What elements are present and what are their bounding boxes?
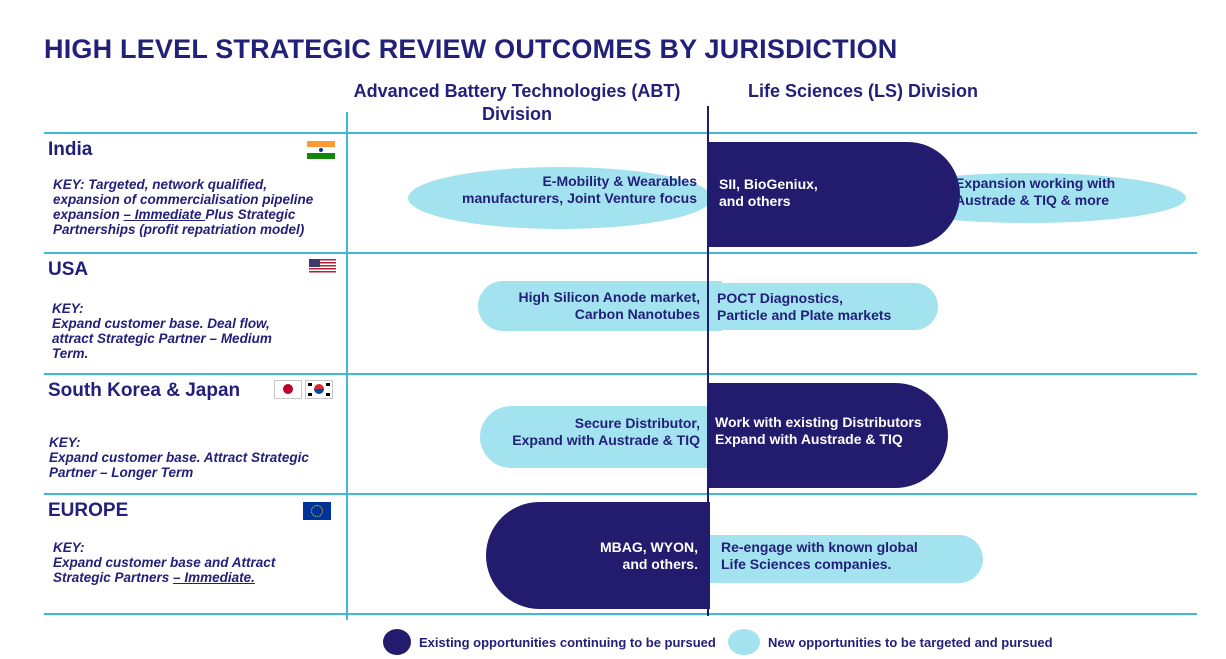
- key-line: Partnerships (profit repatriation model): [53, 222, 305, 237]
- india-flag-icon: [307, 141, 335, 159]
- label-line: Work with existing Distributors: [715, 414, 922, 430]
- south-korea-flag-icon: [305, 380, 333, 399]
- key-line-part: Plus Strategic: [205, 207, 296, 222]
- key-line: expansion – Immediate Plus Strategic: [53, 207, 343, 222]
- key-line: KEY:: [49, 435, 81, 450]
- ls-opportunity-existing: [708, 142, 960, 247]
- ls-opportunity-new: [710, 535, 983, 583]
- grid-line: [44, 132, 1197, 134]
- grid-line: [44, 493, 1197, 495]
- japan-flag-icon: [274, 380, 302, 399]
- row-name-india: India: [48, 139, 93, 160]
- label-line: Carbon Nanotubes: [574, 306, 700, 322]
- legend-new-label: New opportunities to be targeted and pur…: [768, 635, 1053, 650]
- key-line: Term.: [52, 346, 89, 361]
- key-line-part: Strategic Partners: [53, 570, 174, 585]
- key-line: KEY:: [52, 301, 84, 316]
- ls-division-heading: Life Sciences (LS) Division: [722, 80, 1004, 103]
- label-line: and others: [719, 193, 791, 209]
- key-line: KEY:: [53, 540, 85, 555]
- label-line: and others.: [622, 556, 698, 572]
- legend-existing-label: Existing opportunities continuing to be …: [419, 635, 716, 650]
- label-line: POCT Diagnostics,: [717, 290, 844, 306]
- label-line: E-Mobility & Wearables: [542, 173, 697, 189]
- key-line-emphasis: – Immediate.: [173, 570, 255, 585]
- abt-opportunity-label: Secure Distributor, Expand with Austrade…: [482, 415, 700, 449]
- label-line: Expansion working with: [955, 175, 1116, 191]
- label-line: Expand with Austrade & TIQ: [512, 432, 700, 448]
- label-line: Secure Distributor,: [574, 415, 700, 431]
- key-line-part: expansion: [53, 207, 124, 222]
- abt-opportunity-new: [480, 406, 722, 468]
- center-divider: [707, 106, 709, 616]
- ls-opportunity-new: [708, 283, 938, 330]
- row-key-usa: KEY: Expand customer base. Deal flow, at…: [52, 301, 342, 361]
- grid-line: [44, 373, 1197, 375]
- legend-new-swatch: [728, 629, 760, 655]
- abt-opportunity-label: E-Mobility & Wearables manufacturers, Jo…: [410, 173, 697, 207]
- key-line: KEY: Targeted, network qualified,: [53, 177, 268, 192]
- label-line: SII, BioGeniux,: [719, 176, 818, 192]
- abt-opportunity-label: High Silicon Anode market, Carbon Nanotu…: [480, 289, 700, 323]
- column-divider: [346, 112, 348, 620]
- ls-opportunity-existing-label: Work with existing Distributors Expand w…: [715, 414, 922, 448]
- label-line: manufacturers, Joint Venture focus: [462, 190, 697, 206]
- eu-flag-icon: [303, 502, 331, 520]
- abt-opportunity-existing-label: MBAG, WYON, and others.: [490, 539, 698, 573]
- page-title: HIGH LEVEL STRATEGIC REVIEW OUTCOMES BY …: [44, 34, 898, 64]
- row-key-india: KEY: Targeted, network qualified, expans…: [53, 177, 343, 237]
- grid-line: [44, 252, 1197, 254]
- ls-opportunity-existing: [708, 383, 948, 488]
- abt-opportunity-new: [478, 281, 722, 331]
- key-line: Expand customer base. Deal flow,: [52, 316, 270, 331]
- label-line: Life Sciences companies.: [721, 556, 892, 572]
- label-line: Austrade & TIQ & more: [955, 192, 1110, 208]
- row-key-europe: KEY: Expand customer base and Attract St…: [53, 540, 343, 585]
- label-line: High Silicon Anode market,: [518, 289, 700, 305]
- row-name-europe: EUROPE: [48, 500, 129, 521]
- key-line: Partner – Longer Term: [49, 465, 194, 480]
- key-line: expansion of commercialisation pipeline: [53, 192, 314, 207]
- ls-opportunity-new-label: Expansion working with Austrade & TIQ & …: [955, 175, 1115, 209]
- ls-opportunity-existing-label: SII, BioGeniux, and others: [719, 176, 818, 210]
- label-line: Expand with Austrade & TIQ: [715, 431, 903, 447]
- abt-division-heading-text: Advanced Battery Technologies (ABT) Divi…: [353, 81, 681, 124]
- key-line: attract Strategic Partner – Medium: [52, 331, 272, 346]
- row-name-south-korea-japan: South Korea & Japan: [48, 380, 241, 401]
- abt-opportunity-new: [408, 167, 712, 229]
- ls-division-heading-text: Life Sciences (LS) Division: [747, 81, 979, 101]
- key-line: Expand customer base and Attract: [53, 555, 276, 570]
- abt-division-heading: Advanced Battery Technologies (ABT) Divi…: [350, 80, 684, 126]
- key-line-emphasis: – Immediate: [123, 207, 206, 222]
- row-name-usa: USA: [48, 259, 89, 280]
- key-line: Expand customer base. Attract Strategic: [49, 450, 309, 465]
- ls-opportunity-new-label: POCT Diagnostics, Particle and Plate mar…: [717, 290, 891, 324]
- row-key-south-korea-japan: KEY: Expand customer base. Attract Strat…: [49, 435, 344, 480]
- legend-existing-swatch: [383, 629, 411, 655]
- grid-line: [44, 613, 1197, 615]
- key-line: Strategic Partners – Immediate.: [53, 570, 343, 585]
- usa-flag-icon: [309, 259, 336, 274]
- abt-opportunity-existing: [486, 502, 710, 609]
- label-line: Particle and Plate markets: [717, 307, 892, 323]
- ls-opportunity-new-label: Re-engage with known global Life Science…: [721, 539, 918, 573]
- label-line: MBAG, WYON,: [600, 539, 698, 555]
- label-line: Re-engage with known global: [721, 539, 918, 555]
